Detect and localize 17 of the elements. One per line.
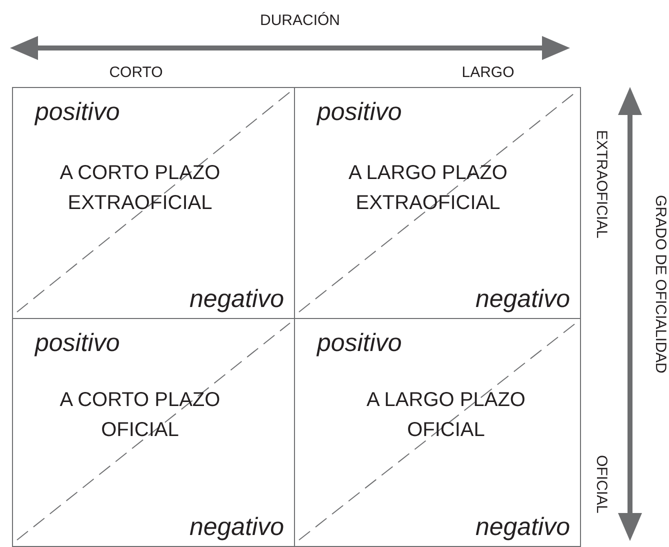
- quadrant-title: A LARGO PLAZO OFICIAL: [366, 388, 526, 443]
- axis-label: DURACIÓN: [260, 12, 340, 29]
- axis-label: GRADO DE OFICIALIDAD: [652, 195, 669, 374]
- polarity-label: negativo: [189, 285, 284, 314]
- quadrant-title: A LARGO PLAZO EXTRAOFICIAL: [348, 161, 508, 216]
- polarity-label: positivo: [35, 329, 120, 358]
- polarity-label: positivo: [35, 98, 120, 127]
- axis-label: CORTO: [109, 64, 163, 81]
- polarity-label: positivo: [317, 329, 402, 358]
- quadrant-title: A CORTO PLAZO EXTRAOFICIAL: [58, 161, 222, 216]
- polarity-label: negativo: [475, 285, 570, 314]
- axis-label: OFICIAL: [593, 455, 610, 514]
- polarity-label: negativo: [189, 513, 284, 542]
- polarity-label: negativo: [475, 513, 570, 542]
- axis-label: EXTRAOFICIAL: [593, 130, 610, 238]
- axis-label: LARGO: [462, 64, 514, 81]
- polarity-label: positivo: [317, 98, 402, 127]
